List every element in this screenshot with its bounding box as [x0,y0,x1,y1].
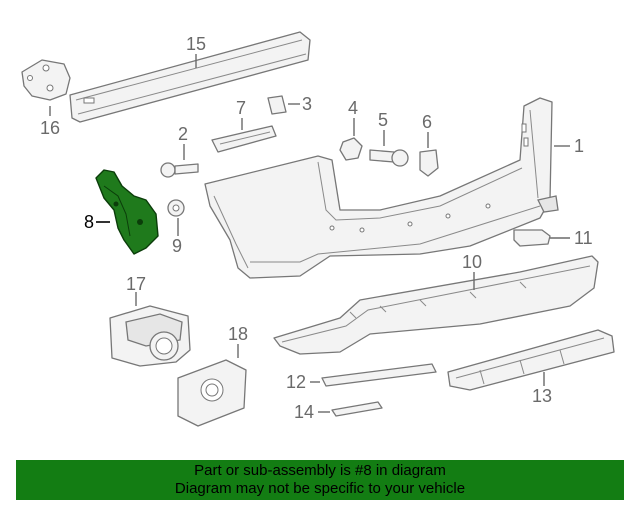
banner-line-2: Diagram may not be specific to your vehi… [174,480,466,497]
callout-13: 13 [532,386,552,406]
callout-9: 9 [172,236,182,256]
part-8-bracket-highlighted[interactable] [95,169,159,255]
callout-15: 15 [186,34,206,54]
callout-16: 16 [40,118,60,138]
callout-8: 8 [84,212,94,232]
banner-background [16,460,624,500]
callout-11: 11 [574,228,593,248]
part-7-retainer[interactable] [211,125,277,153]
callout-5: 5 [378,110,388,130]
part-11-bracket[interactable] [513,229,551,247]
callout-18: 18 [228,324,248,344]
leader-lines [49,54,570,413]
part-2-screw[interactable] [160,162,199,178]
callout-10: 10 [462,252,482,272]
part-3-clip[interactable] [267,95,287,115]
callout-17: 17 [126,274,146,294]
callout-3: 3 [302,94,312,114]
part-16-bracket[interactable] [21,59,71,101]
part-9-fastener[interactable] [167,199,185,217]
part-4-nut[interactable] [339,137,363,161]
callout-6: 6 [422,112,432,132]
callout-12: 12 [286,372,306,392]
part-12-molding[interactable] [321,363,437,387]
part-18-sensor-retainer[interactable] [177,359,247,427]
part-5-bolt[interactable] [369,149,409,167]
callout-1: 1 [574,136,584,156]
part-17-parking-sensor[interactable] [109,305,191,367]
callout-7: 7 [236,98,246,118]
info-banner: Part or sub-assembly is #8 in diagram Di… [16,460,624,500]
callout-4: 4 [348,98,358,118]
banner-line-1: Part or sub-assembly is #8 in diagram [194,462,446,479]
part-14-molding[interactable] [331,401,383,417]
part-6-clip[interactable] [419,149,439,177]
part-1-bumper-cover[interactable] [204,97,559,279]
part-13-support[interactable] [447,329,615,391]
part-10-lower-valance[interactable] [273,255,599,355]
callout-2: 2 [178,124,188,144]
part-15-reinforcement-beam[interactable] [69,31,311,123]
callout-14: 14 [294,402,314,422]
